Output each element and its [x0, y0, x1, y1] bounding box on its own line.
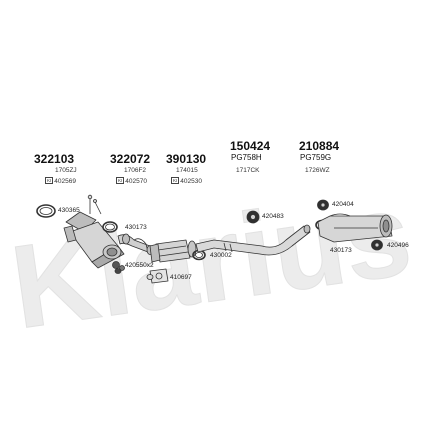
product-sub-2: 1726WZ [305, 167, 330, 174]
clamp-430173-left [102, 221, 118, 233]
part-label: 420550x2 [125, 262, 154, 269]
part-label: 430002 [210, 252, 232, 259]
product-sub: 174015 [176, 167, 198, 174]
product-sub: PG759G [300, 153, 332, 162]
hardware-icons [114, 268, 154, 280]
product-sub: 1706F2 [124, 167, 147, 174]
ref-box: KI [45, 177, 54, 184]
product-code: 322072 [110, 152, 151, 166]
catalyst-322103 [63, 211, 125, 269]
product-sub: PG758H [231, 153, 262, 162]
part-label: 420483 [262, 213, 284, 220]
product-ref-value: 402530 [180, 178, 202, 185]
mount-420404 [317, 199, 329, 211]
product-code: 150424 [230, 139, 271, 153]
part-label: 430173 [330, 247, 352, 254]
silencer-210884 [317, 213, 393, 243]
clamp-ring-430365 [36, 204, 56, 218]
product-sub: 1705ZJ [55, 167, 77, 174]
part-label: 430365 [58, 207, 80, 214]
mount-420483 [246, 210, 260, 224]
bolt-set-322103 [87, 194, 102, 215]
part-label: 420496 [387, 242, 409, 249]
part-label: 410697 [170, 274, 192, 281]
mount-420496 [371, 239, 383, 251]
product-code: 322103 [34, 152, 75, 166]
watermark-text: Klarius [4, 168, 419, 354]
product-ref-value: 402569 [54, 178, 76, 185]
product-sub-2: 1717CK [236, 167, 260, 174]
product-ref-value: 402570 [125, 178, 147, 185]
part-label: 430173 [125, 224, 147, 231]
catalyst-390130 [149, 239, 197, 263]
product-code: 390130 [166, 152, 207, 166]
ref-box: KI [116, 177, 125, 184]
ref-box: KI [171, 177, 180, 184]
pipe-150424 [195, 224, 311, 256]
part-label: 420404 [332, 201, 354, 208]
product-code: 210884 [299, 139, 340, 153]
